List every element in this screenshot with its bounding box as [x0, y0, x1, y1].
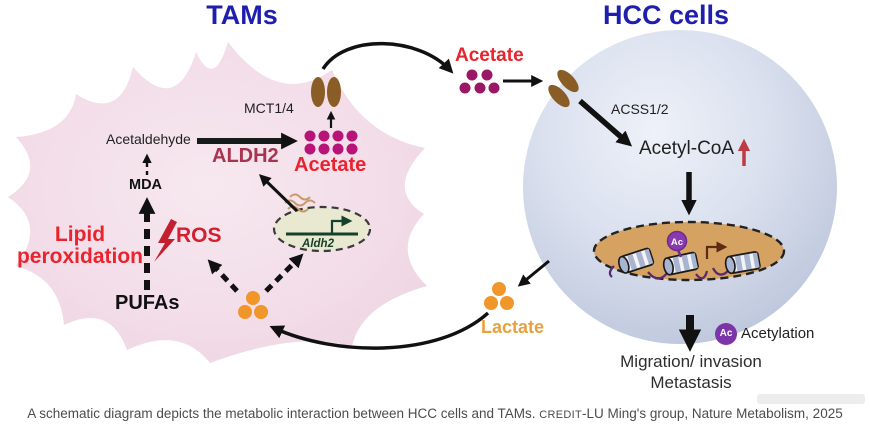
aldh2-gene-label: Aldh2 [301, 238, 335, 250]
transcription-arrow-icon [705, 241, 728, 259]
caption-credit-text: -LU Ming's group, Nature Metabolism, 202… [582, 406, 843, 421]
mda-label: MDA [129, 177, 163, 193]
acetate-tam-label: Acetate [294, 154, 367, 176]
promoter-arrow-icon [330, 215, 353, 234]
nucleus-ac-badge: Ac [666, 230, 688, 258]
aldh2-enzyme-label: ALDH2 [212, 145, 279, 167]
hcc-transporter-icon [548, 69, 579, 108]
ros-lightning-icon [154, 219, 177, 262]
lactate-label: Lactate [481, 317, 545, 337]
lipid-line1: Lipid [54, 223, 106, 246]
lipid-peroxidation-label: Lipid peroxidation [4, 223, 156, 269]
svg-text:Ac: Ac [671, 237, 683, 248]
pufas-label: PUFAs [115, 292, 180, 314]
acetyl-coa-label: Acetyl-CoA [639, 138, 735, 159]
dashed-arrow-lactate-to-ros [207, 259, 239, 293]
arrow-gene-to-aldh2-enzyme [258, 174, 299, 213]
nucleosome-icon [618, 247, 655, 274]
acss-label: ACSS1/2 [611, 101, 669, 117]
tam-title: TAMs [206, 0, 278, 30]
acetate-molecules-tam-icon [304, 130, 358, 155]
figure-caption: A schematic diagram depicts the metaboli… [0, 406, 870, 421]
caption-credit-label: CREDIT [539, 409, 583, 421]
hcc-title: HCC cells [602, 0, 730, 30]
dna-strand [608, 265, 733, 280]
outcome-migration-label: Migration/ invasion [620, 352, 762, 371]
nucleosome-icon [724, 251, 761, 275]
ros-label: ROS [176, 224, 222, 247]
arrow-hcc-to-lactate [517, 259, 550, 287]
mct-transporter-icon [311, 77, 341, 107]
caption-corner-artifact [757, 394, 865, 404]
acetaldehyde-label: Acetaldehyde [106, 131, 191, 147]
diagram-canvas: Aldh2 [8, 30, 837, 363]
outcome-metastasis-label: Metastasis [650, 373, 732, 392]
mct-label: MCT1/4 [244, 100, 294, 116]
arrow-acss-to-acetylcoa [578, 98, 633, 147]
lipid-line2: peroxidation [16, 245, 143, 269]
tam-lactate-molecules-icon [238, 291, 268, 319]
aldh2-gene-locus: Aldh2 [272, 205, 372, 253]
acetate-molecules-extracellular-icon [459, 69, 500, 94]
acetylation-label: Acetylation [741, 325, 815, 342]
acetylation-ac-icon: Ac [715, 323, 737, 345]
arrow-mct-to-extracellular-acetate [321, 41, 454, 74]
tam-cell-shape [8, 42, 427, 363]
lactate-molecules-icon [484, 282, 514, 310]
caption-text: A schematic diagram depicts the metaboli… [27, 406, 540, 421]
arrow-lactate-to-tam [269, 311, 490, 350]
acetate-extracellular-label: Acetate [455, 45, 524, 66]
